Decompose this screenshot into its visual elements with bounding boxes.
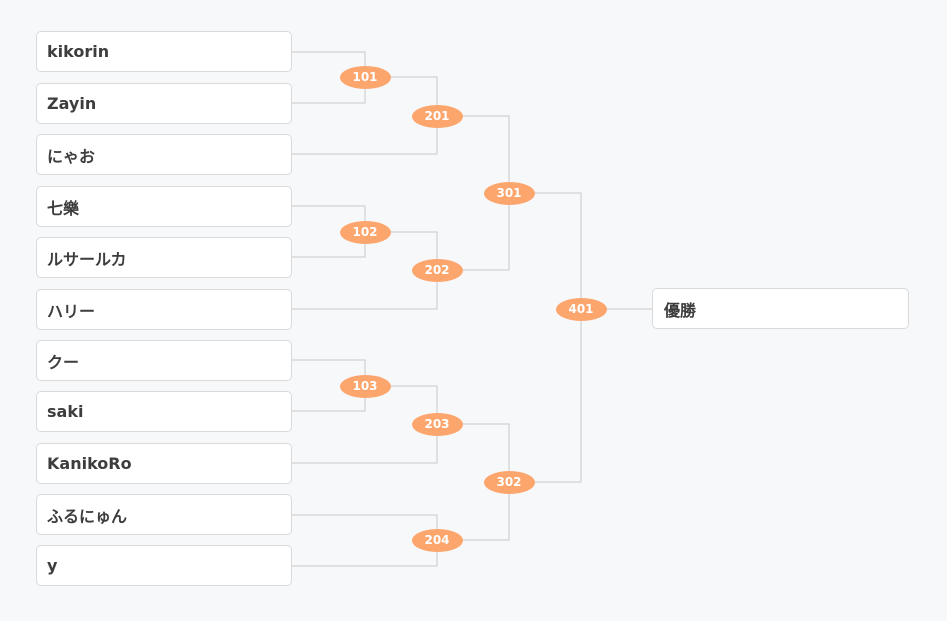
player-name: 七樂 [47, 198, 80, 218]
player-slot: saki [36, 391, 292, 432]
player-slot: KanikoRo [36, 443, 292, 484]
player-slot: Zayin [36, 83, 292, 124]
player-slot: kikorin [36, 31, 292, 72]
match-badge[interactable]: 201 [411, 104, 463, 128]
player-name: ルサールカ [47, 249, 127, 269]
player-name: ハリー [47, 301, 96, 321]
player-name: クー [47, 352, 80, 372]
match-badge[interactable]: 203 [411, 412, 463, 436]
player-slot: y [36, 545, 292, 586]
player-name: Zayin [47, 94, 97, 113]
match-badge[interactable]: 103 [339, 374, 391, 398]
champion-label: 優勝 [664, 300, 697, 320]
player-slot: ルサールカ [36, 237, 292, 278]
player-slot: にゃお [36, 134, 292, 175]
player-slot: ハリー [36, 289, 292, 330]
champion-slot: 優勝 [652, 288, 909, 329]
match-badge[interactable]: 204 [411, 528, 463, 552]
player-name: KanikoRo [47, 454, 132, 473]
match-badge[interactable]: 102 [339, 220, 391, 244]
player-name: kikorin [47, 42, 110, 61]
player-name: ふるにゅん [47, 506, 128, 526]
player-name: saki [47, 402, 84, 421]
match-badge[interactable]: 302 [483, 470, 535, 494]
player-name: にゃお [47, 146, 96, 166]
player-slot: クー [36, 340, 292, 381]
player-name: y [47, 556, 58, 575]
player-slot: ふるにゅん [36, 494, 292, 535]
player-slot: 七樂 [36, 186, 292, 227]
match-badge[interactable]: 101 [339, 65, 391, 89]
match-badge[interactable]: 202 [411, 258, 463, 282]
match-badge[interactable]: 401 [555, 297, 607, 321]
match-badge[interactable]: 301 [483, 181, 535, 205]
